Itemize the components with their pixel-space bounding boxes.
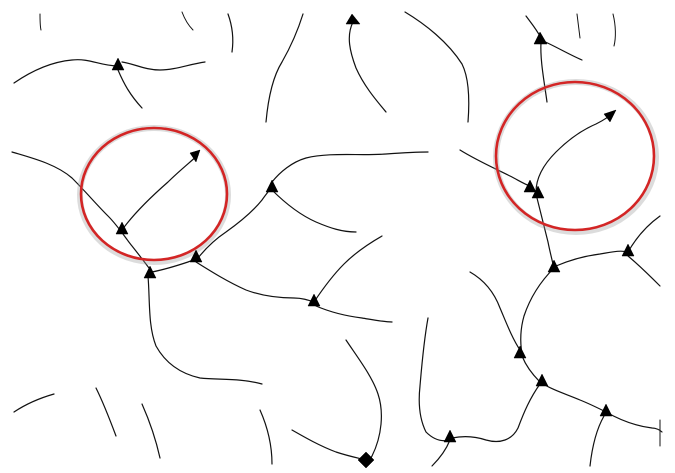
flow-line [627,255,661,287]
flow-line [117,69,143,109]
arrowhead-icon [523,179,537,193]
flow-line [451,383,541,443]
flow-line [348,21,387,113]
arrowhead-icon [189,249,203,263]
flow-line [539,381,607,413]
flow-line [13,393,55,413]
flow-line [313,235,383,303]
arrowhead-icon [531,185,545,199]
flow-line [469,271,521,351]
flow-line [555,250,629,267]
arrowhead-icon [115,221,129,235]
flow-line [612,13,616,47]
flow-line [540,41,548,103]
arrowhead-icon [535,373,549,387]
highlight-circle-left [79,126,229,262]
flow-line [259,409,273,465]
flow-line [197,185,273,259]
flow-line [315,305,393,323]
flow-line [195,261,315,303]
flow-line [13,59,119,84]
arrowhead-icon [599,403,613,417]
flow-line [265,13,304,123]
flow-line [141,403,161,459]
arrowhead-icon [547,259,561,273]
arrowhead-icon [189,149,201,163]
flow-line [605,411,663,433]
arrowhead-icon [443,429,457,443]
flow-line [121,61,206,71]
flow-line [540,39,583,61]
flow-line [227,13,234,53]
flow-line [627,215,661,253]
arrowhead-layer [111,13,635,469]
arrowhead-icon [111,57,125,71]
arrowhead-icon [533,31,548,45]
flow-line [418,317,451,442]
flow-line [404,11,470,123]
flow-line [181,11,194,31]
flow-line [271,151,429,183]
arrowhead-icon [513,345,527,359]
flow-line [576,13,581,39]
arrowhead-icon [265,179,279,193]
flow-line [459,149,531,187]
flow-line [95,387,117,437]
flow-line [11,151,153,273]
flow-line [535,111,615,193]
arrowhead-icon [143,265,157,279]
flow-line [520,267,555,355]
flow-line [147,275,263,385]
flow-line [271,189,357,233]
flow-line [291,429,367,461]
flow-line [521,355,541,383]
flow-line [39,13,42,31]
highlight-circles [77,79,659,265]
flow-line [589,415,605,467]
flow-line [345,339,382,465]
flow-line [431,439,451,467]
flow-line [121,154,199,231]
arrowhead-icon [345,13,361,25]
arrowhead-icon [357,451,375,469]
arrowhead-icon [307,293,321,307]
highlight-circle-right [494,80,656,232]
arrowhead-icon [603,109,617,123]
flow-line [535,193,555,269]
arrowhead-icon [621,243,635,257]
